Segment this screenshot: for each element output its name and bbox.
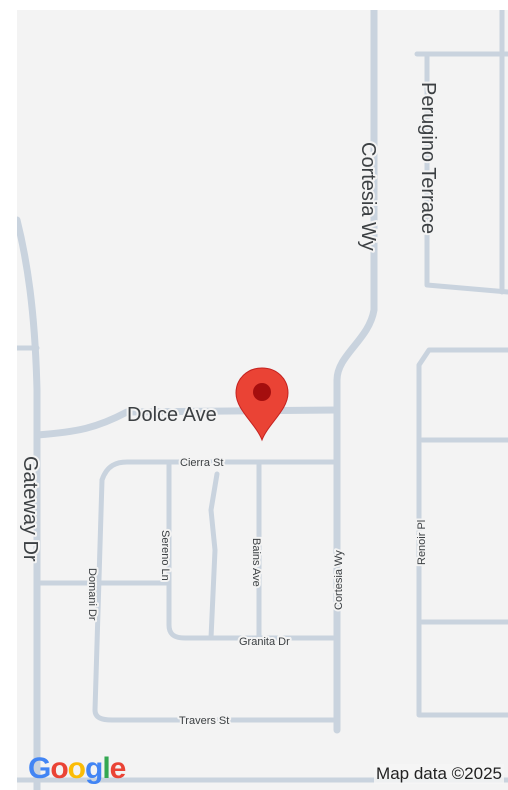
label-cortesia-wy-minor: Cortesia Wy	[333, 550, 345, 610]
road-winding-lane	[208, 471, 220, 641]
road-dolce-ave	[33, 406, 341, 439]
google-logo[interactable]: Google	[28, 752, 127, 786]
map-attribution[interactable]: Map data ©2025	[374, 764, 504, 784]
road-sereno-ln	[166, 459, 340, 641]
label-dolce-ave: Dolce Ave	[127, 404, 217, 426]
logo-letter-e: e	[109, 752, 127, 785]
label-bains-ave: Bains Ave	[250, 538, 262, 587]
logo-letter-l: l	[102, 752, 110, 785]
label-sereno-ln: Sereno Ln	[159, 530, 171, 581]
label-domani-dr: Domani Dr	[86, 568, 98, 621]
road-cierra-st	[99, 459, 340, 483]
map-roads-layer: Cortesia Wy Perugino Terrace Dolce Ave G…	[17, 10, 508, 790]
logo-letter-o1: o	[50, 752, 68, 785]
label-travers-st: Travers St	[179, 715, 229, 727]
road-gateway-dr	[17, 216, 41, 790]
road-perugino-west	[424, 51, 508, 295]
label-granita-dr: Granita Dr	[239, 636, 290, 648]
label-renoir-pl: Renoir Pl	[416, 520, 428, 565]
map-canvas[interactable]: Cortesia Wy Perugino Terrace Dolce Ave G…	[17, 10, 508, 790]
road-renoir-block	[416, 347, 508, 718]
logo-letter-g2: g	[85, 752, 103, 785]
logo-letter-o2: o	[67, 752, 86, 785]
label-cierra-st: Cierra St	[180, 457, 223, 469]
label-gateway-dr: Gateway Dr	[19, 456, 41, 562]
label-perugino-terrace: Perugino Terrace	[417, 82, 439, 234]
road-domani-dr	[92, 477, 340, 723]
logo-letter-g1: G	[28, 752, 51, 785]
label-cortesia-wy-major: Cortesia Wy	[357, 142, 379, 251]
map-pin-icon[interactable]	[235, 367, 289, 442]
road-cortesia-wy	[333, 10, 378, 734]
